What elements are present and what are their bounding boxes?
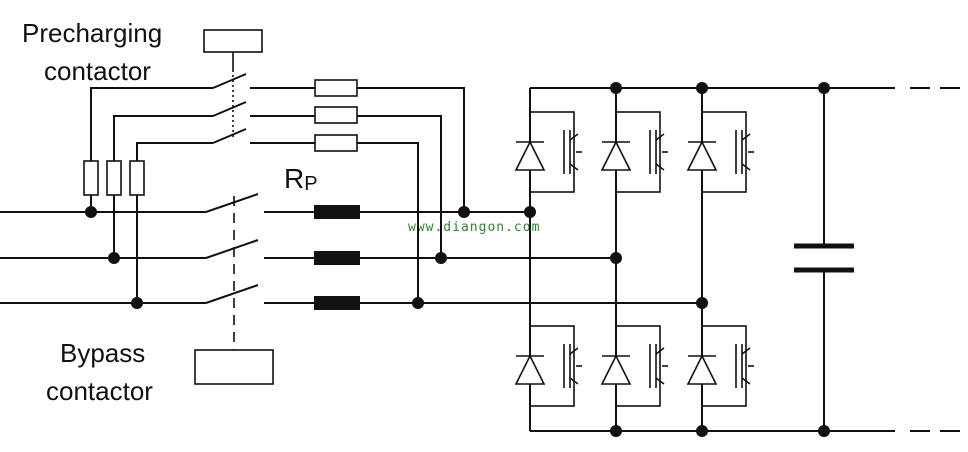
junction-dot bbox=[696, 297, 708, 309]
precharging-label: Precharging bbox=[22, 18, 162, 48]
junction-dot bbox=[818, 82, 830, 94]
bypass-switch-3 bbox=[205, 284, 259, 304]
rp-label: RP bbox=[284, 163, 318, 195]
junction-dot bbox=[435, 252, 447, 264]
junction-dot bbox=[610, 82, 622, 94]
module-lower-2 bbox=[600, 325, 668, 407]
junction-dot bbox=[524, 206, 536, 218]
bypass-switch-1 bbox=[205, 193, 259, 213]
module-upper-1 bbox=[514, 111, 582, 193]
junction-dot bbox=[696, 425, 708, 437]
bypass-switch-2 bbox=[205, 239, 259, 259]
junction-dot bbox=[131, 297, 143, 309]
bypass-label: Bypass bbox=[60, 338, 145, 368]
fuse-2 bbox=[106, 160, 122, 196]
precharge-wire-1c bbox=[357, 87, 465, 212]
module-lower-3 bbox=[686, 325, 754, 407]
junction-dot bbox=[412, 297, 424, 309]
junction-dot bbox=[85, 206, 97, 218]
module-upper-2 bbox=[600, 111, 668, 193]
junction-dot bbox=[610, 425, 622, 437]
watermark: www.diangon.com bbox=[408, 220, 540, 235]
precharge-wire-2c bbox=[357, 115, 442, 258]
inductor-1 bbox=[314, 205, 360, 219]
inductor-3 bbox=[314, 296, 360, 310]
fuse-3 bbox=[129, 160, 145, 196]
precharge-wire-3c bbox=[357, 142, 419, 303]
precharge-wire-2 bbox=[113, 115, 213, 258]
precharging-coil bbox=[203, 29, 263, 53]
inductor-2 bbox=[314, 251, 360, 265]
precharging-label-2: contactor bbox=[44, 56, 151, 86]
precharge-resistor-3 bbox=[314, 134, 358, 152]
fuse-1 bbox=[83, 160, 99, 196]
junction-dot bbox=[108, 252, 120, 264]
precharge-resistor-2 bbox=[314, 106, 358, 124]
bypass-coil bbox=[194, 349, 274, 385]
module-lower-1 bbox=[514, 325, 582, 407]
junction-dot bbox=[818, 425, 830, 437]
junction-dot bbox=[610, 252, 622, 264]
precharge-switch-2 bbox=[212, 101, 247, 117]
junction-dot bbox=[696, 82, 708, 94]
bypass-label-2: contactor bbox=[46, 376, 153, 406]
precharge-wire-3 bbox=[136, 142, 213, 303]
precharge-switch-3 bbox=[212, 128, 247, 144]
precharge-switch-1 bbox=[212, 73, 247, 89]
junction-dot bbox=[458, 206, 470, 218]
precharge-resistor-1 bbox=[314, 79, 358, 97]
module-upper-3 bbox=[686, 111, 754, 193]
